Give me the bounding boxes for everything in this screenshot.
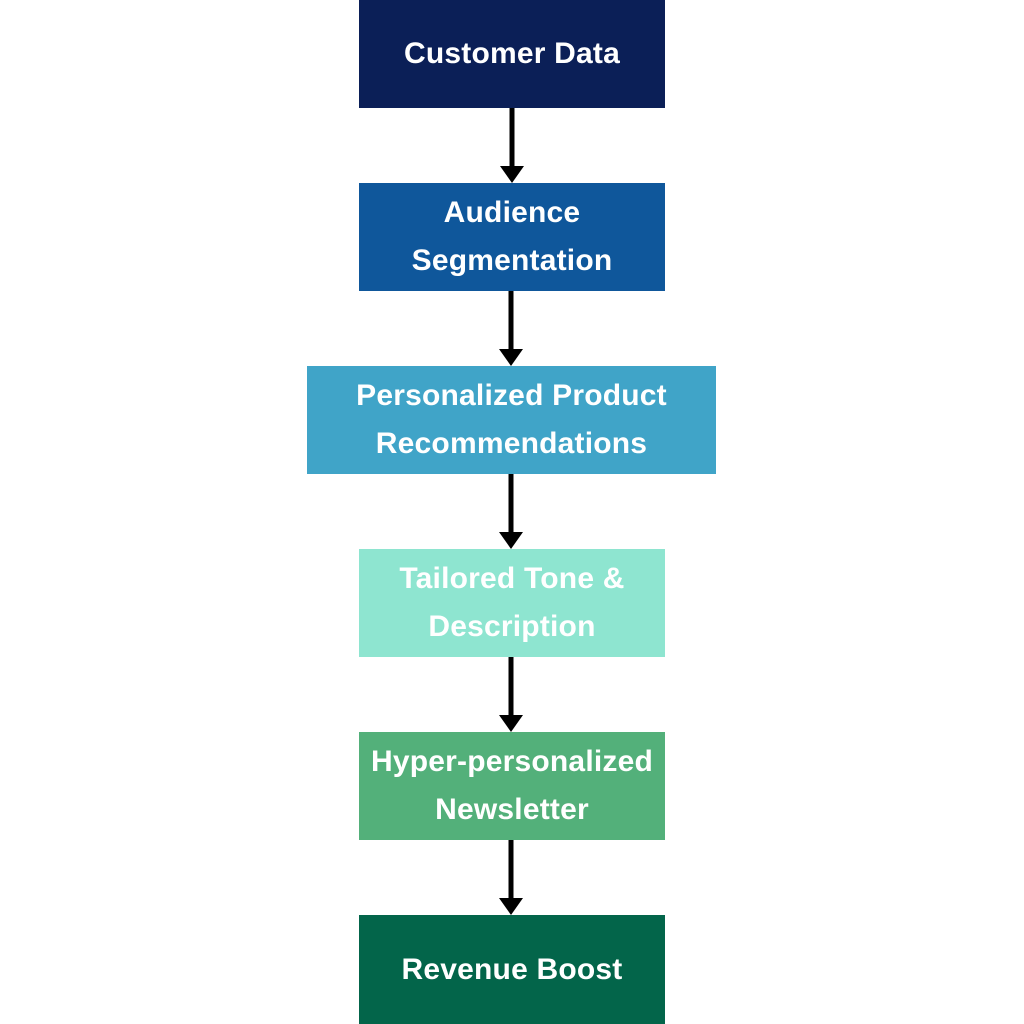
flow-node-tailored-tone-description: Tailored Tone & Description [359,549,665,657]
flow-arrow-4 [499,657,523,732]
flow-node-customer-data: Customer Data [359,0,665,108]
flow-arrow-3 [499,474,523,549]
flow-arrow-5 [499,840,523,915]
flow-node-personalized-product-recommendations: Personalized Product Recommendations [307,366,716,474]
flow-arrow-1 [500,108,524,183]
flow-node-revenue-boost: Revenue Boost [359,915,665,1024]
flow-node-audience-segmentation: Audience Segmentation [359,183,665,291]
flow-node-hyper-personalized-newsletter: Hyper-personalized Newsletter [359,732,665,840]
flow-arrow-2 [499,291,523,366]
